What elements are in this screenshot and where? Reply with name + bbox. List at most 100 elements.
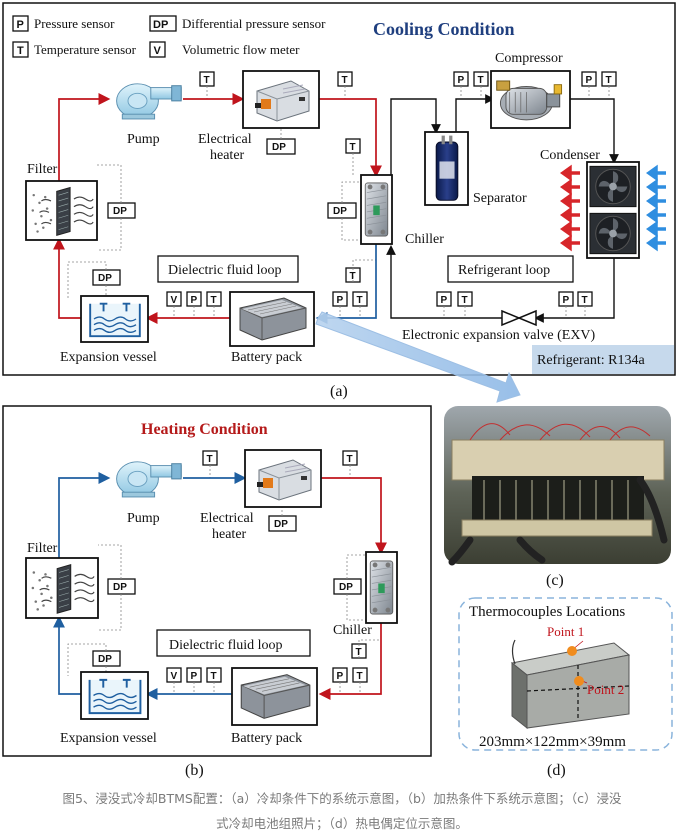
sensor-boxes-b (92, 450, 368, 683)
svg-text:P: P (337, 295, 344, 306)
svg-text:P: P (191, 295, 198, 306)
label-battery-pack-a: Battery pack (231, 350, 302, 365)
svg-text:DP: DP (113, 206, 127, 217)
legend-dp-symbol: DP (153, 19, 168, 31)
figure-caption: 图5、浸没式冷却BTMS配置：（a）冷却条件下的系统示意图，（b）加热条件下系统… (10, 786, 674, 836)
separator-icon (435, 135, 459, 201)
condenser-fan-icon (589, 212, 637, 255)
label-refrigerant-loop: Refrigerant loop (458, 263, 550, 278)
expansion-vessel-icon (89, 302, 141, 338)
refrigerant-note-box (532, 345, 674, 374)
svg-text:T: T (582, 295, 588, 306)
label-heater2-b: heater (212, 527, 247, 542)
legend-v-label: Volumetric flow meter (182, 42, 300, 57)
sensor-boxes-a (92, 71, 617, 307)
svg-text:V: V (171, 671, 178, 682)
svg-text:P: P (563, 295, 570, 306)
label-heater2-a: heater (210, 148, 245, 163)
label-battery-pack-b: Battery pack (231, 731, 302, 746)
panel-d-dimensions: 203mm×122mm×39mm (479, 734, 626, 750)
caption-line-2: 式冷却电池组照片；（d）热电偶定位示意图。 (216, 816, 468, 831)
panel-d-letter: (d) (547, 762, 566, 779)
legend-p-symbol: P (17, 19, 24, 31)
label-filter-a: Filter (27, 162, 58, 177)
svg-text:P: P (337, 671, 344, 682)
svg-text:DP: DP (113, 582, 127, 593)
link-arrow (315, 311, 521, 403)
svg-text:DP: DP (339, 582, 353, 593)
svg-text:T: T (342, 75, 348, 86)
expansion-valve-icon (501, 309, 537, 327)
svg-text:T: T (478, 75, 484, 86)
chiller-icon (364, 182, 389, 237)
svg-text:P: P (191, 671, 198, 682)
svg-text:V: V (171, 295, 178, 306)
panel-d-title: Thermocouples Locations (469, 604, 625, 620)
svg-text:P: P (586, 75, 593, 86)
refrigerant-loop-box (447, 255, 574, 283)
svg-text:DP: DP (274, 519, 288, 530)
svg-text:DP: DP (272, 142, 286, 153)
dielectric-loop-box-a (157, 255, 299, 283)
point1-label: Point 1 (547, 624, 584, 639)
refrigerant-lines-a (386, 94, 619, 323)
label-condenser: Condenser (540, 148, 600, 163)
point2-marker (574, 676, 584, 686)
condenser-air-arrows (559, 164, 666, 252)
label-expansion-vessel-b: Expansion vessel (60, 731, 157, 746)
label-dielectric-loop-b: Dielectric fluid loop (169, 638, 283, 653)
svg-text:T: T (357, 671, 363, 682)
svg-text:T: T (207, 454, 213, 465)
panel-a-letter: (a) (330, 383, 348, 400)
dielectric-lines-b (53, 472, 387, 700)
label-heater1-a: Electrical (198, 132, 252, 147)
label-chiller-b: Chiller (333, 623, 372, 638)
battery-photo (444, 406, 671, 566)
panel-a-title: Cooling Condition (373, 19, 515, 39)
panel-c-letter: (c) (546, 572, 564, 589)
legend-dp-label: Differential pressure sensor (182, 16, 326, 31)
svg-text:T: T (350, 271, 356, 282)
panel-b-title: Heating Condition (141, 421, 268, 438)
svg-text:T: T (204, 75, 210, 86)
svg-text:T: T (347, 454, 353, 465)
label-pump-b: Pump (127, 511, 160, 526)
svg-text:T: T (211, 295, 217, 306)
sensor-labels-a: T T DP T DP DP DP T V P T P T P T P T P … (98, 75, 612, 306)
sensor-labels-b: T T DP DP DP DP T V P T P T (98, 454, 363, 682)
legend-t-symbol: T (17, 45, 24, 57)
svg-text:DP: DP (333, 206, 347, 217)
svg-text:T: T (211, 671, 217, 682)
legend (12, 15, 177, 58)
label-expansion-vessel-a: Expansion vessel (60, 350, 157, 365)
label-chiller-a: Chiller (405, 232, 444, 247)
svg-text:T: T (462, 295, 468, 306)
svg-text:P: P (458, 75, 465, 86)
chiller-icon (369, 560, 394, 615)
svg-text:T: T (356, 647, 362, 658)
svg-text:T: T (606, 75, 612, 86)
expansion-vessel-icon (88, 678, 142, 715)
label-heater1-b: Electrical (200, 511, 254, 526)
svg-text:T: T (357, 295, 363, 306)
svg-text:P: P (441, 295, 448, 306)
svg-text:DP: DP (98, 654, 112, 665)
label-compressor: Compressor (495, 51, 563, 66)
label-filter-b: Filter (27, 541, 58, 556)
svg-text:DP: DP (98, 273, 112, 284)
label-pump-a: Pump (127, 132, 160, 147)
legend-p-label: Pressure sensor (34, 16, 115, 31)
condenser-fan-icon (589, 165, 637, 208)
legend-t-label: Temperature sensor (34, 42, 137, 57)
caption-line-1: 图5、浸没式冷却BTMS配置：（a）冷却条件下的系统示意图，（b）加热条件下系统… (62, 791, 622, 806)
point1-marker (567, 646, 577, 656)
sensor-leaders-b (67, 465, 381, 694)
label-exv: Electronic expansion valve (EXV) (402, 328, 596, 343)
point2-label: Point 2 (587, 682, 624, 697)
refrigerant-note: Refrigerant: R134a (537, 353, 645, 368)
label-dielectric-loop-a: Dielectric fluid loop (168, 263, 282, 278)
battery-cell-icon (510, 639, 631, 730)
label-separator: Separator (473, 191, 527, 206)
